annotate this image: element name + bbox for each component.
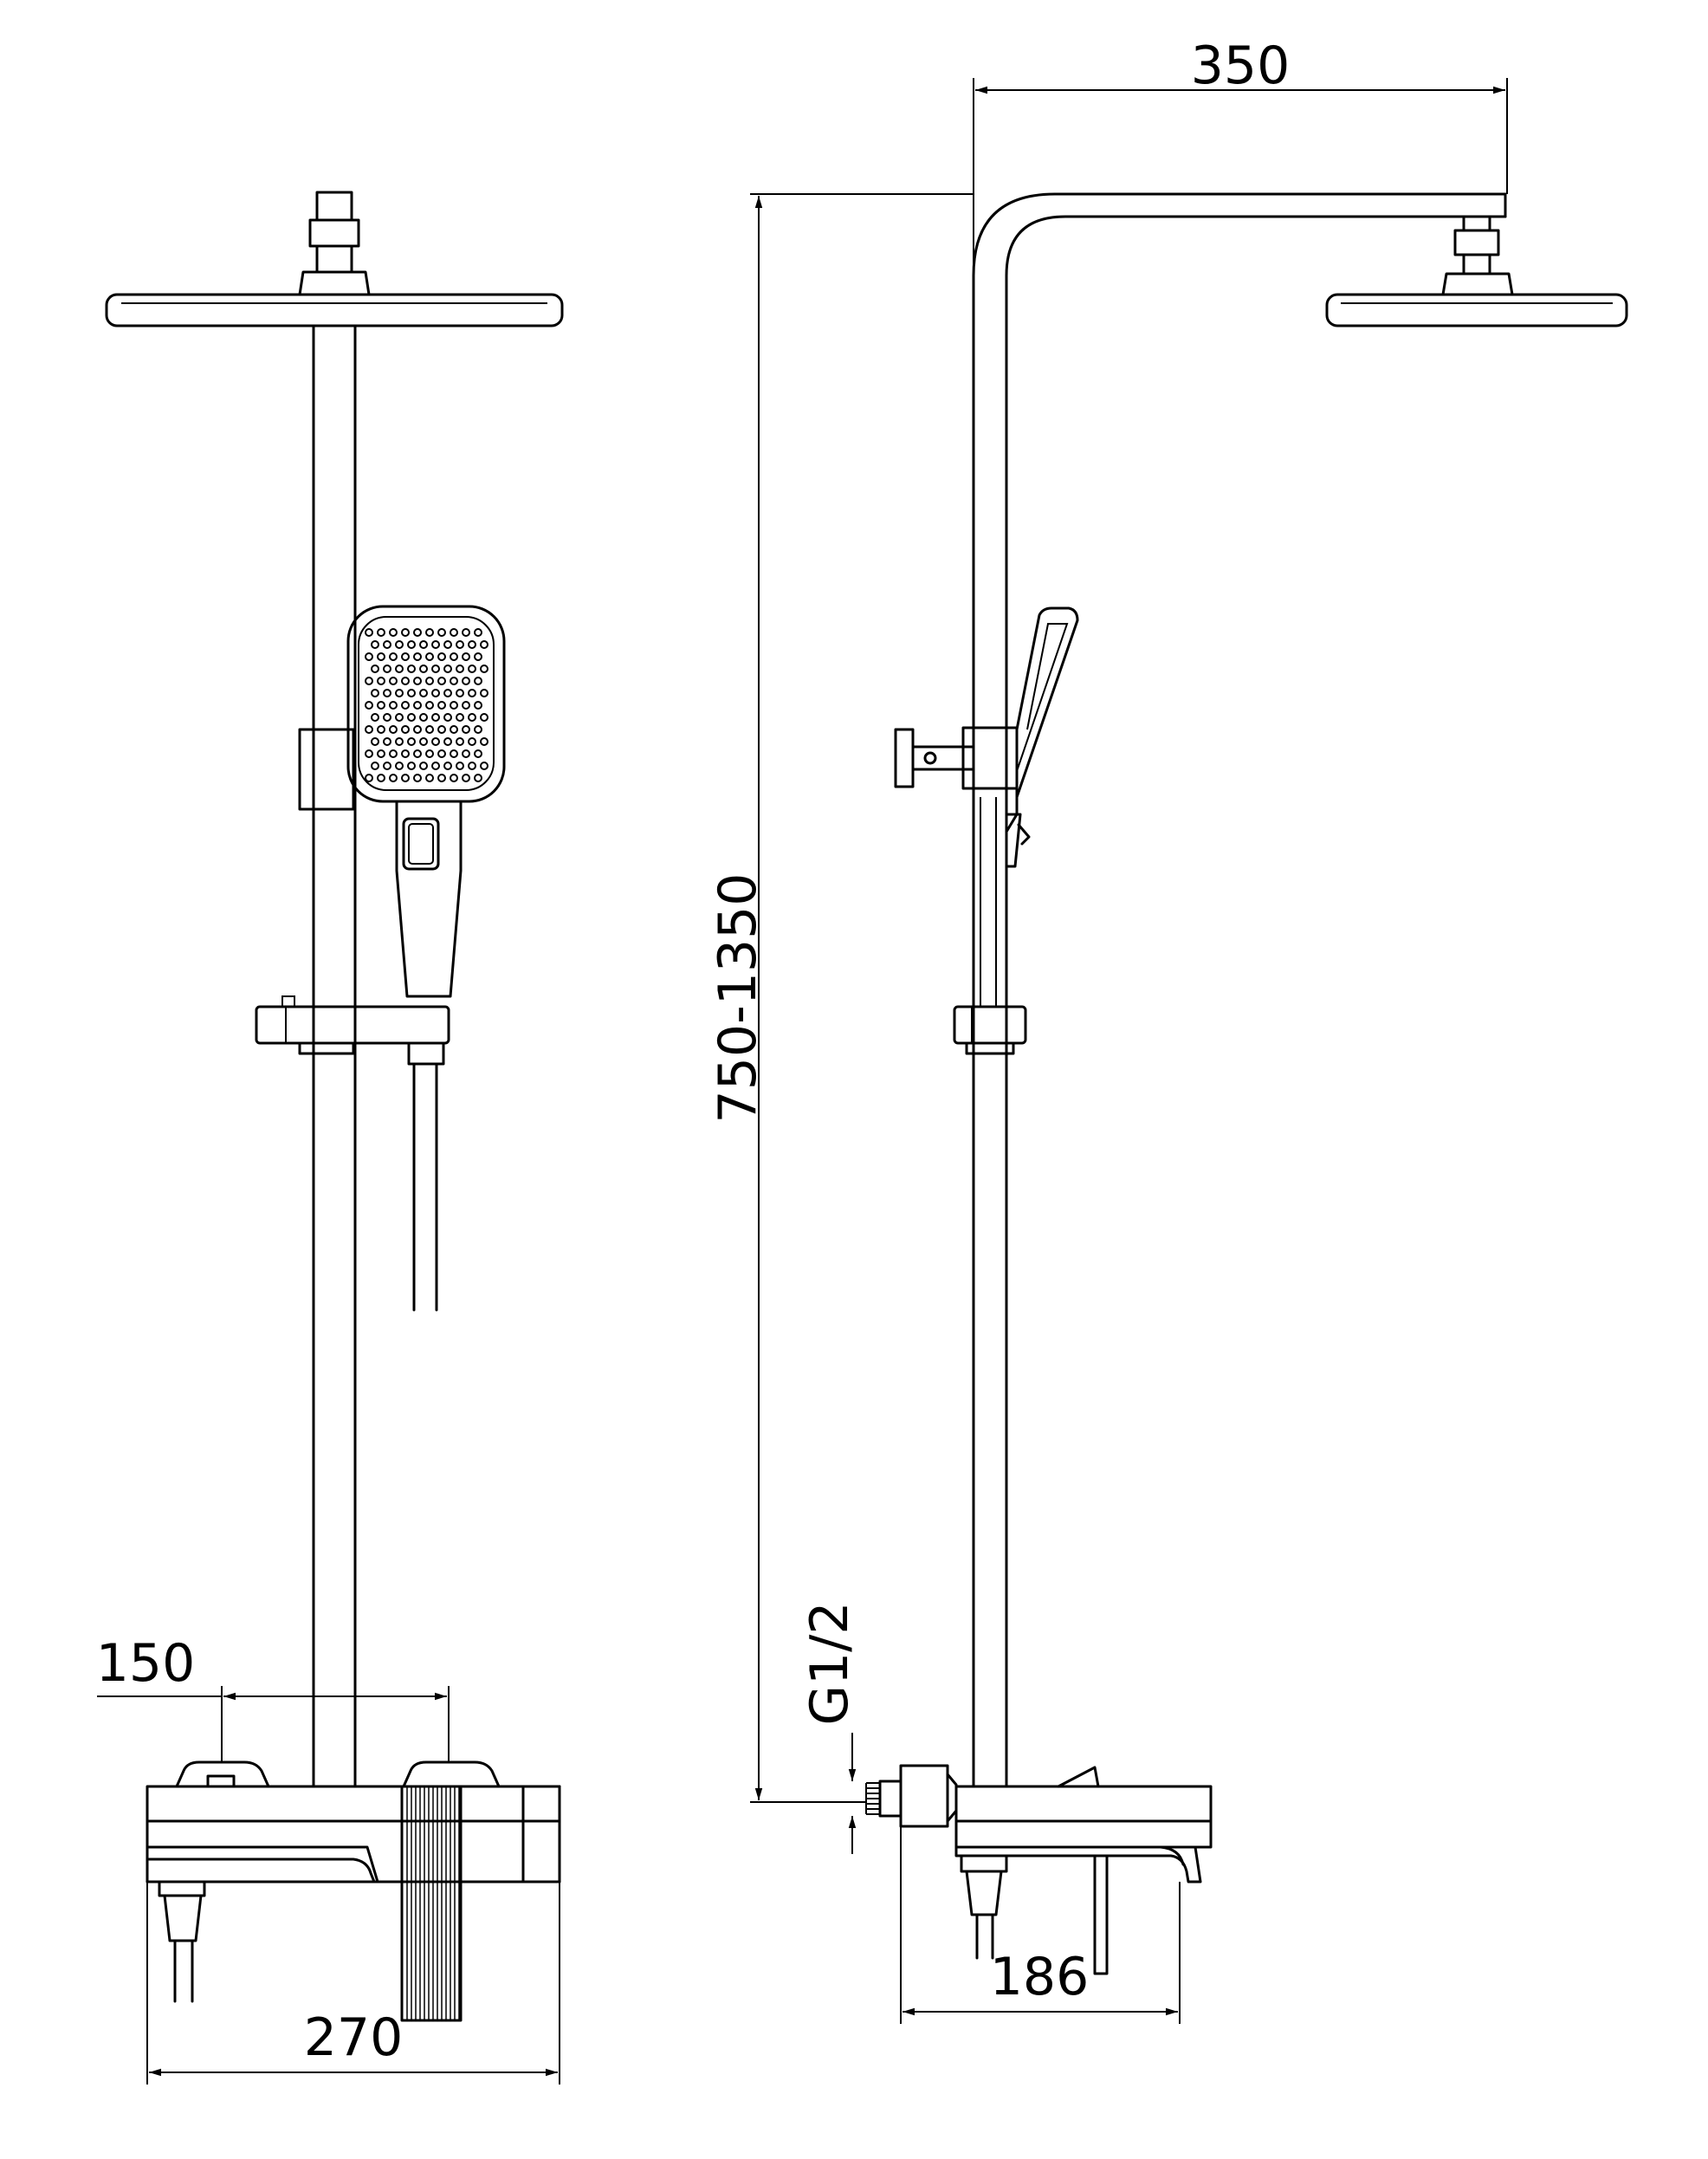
- dimension-150-label: 150: [96, 1633, 196, 1694]
- front-view: [105, 191, 564, 2022]
- front-riser-rail: [312, 324, 357, 1788]
- front-hand-shower: [346, 605, 506, 998]
- front-holder-bracket: [298, 728, 355, 811]
- dimension-350: 350: [973, 36, 1508, 276]
- front-knurled-handle: [400, 1785, 463, 2022]
- front-lever: [158, 1880, 206, 2003]
- side-head-connector: [1441, 215, 1514, 296]
- dimension-150: 150: [96, 1633, 450, 1762]
- side-hand-shower: [980, 606, 1079, 1007]
- dimension-750-1350-label: 750-1350: [708, 873, 768, 1124]
- side-slider: [953, 1005, 1027, 1055]
- front-hose: [407, 1041, 445, 1312]
- dimension-270-label: 270: [304, 2007, 404, 2068]
- dimension-350-label: 350: [1191, 36, 1291, 96]
- side-wall-bracket: [894, 726, 1019, 790]
- dimension-186-label: 186: [990, 1947, 1090, 2007]
- front-mixer-body: [146, 1760, 561, 1883]
- side-mixer: [865, 1764, 1213, 1975]
- side-view: [865, 192, 1628, 1975]
- dimension-g12: G1/2: [799, 1601, 860, 1854]
- side-inlet-thread: [866, 1782, 880, 1815]
- front-head-connector: [298, 191, 371, 296]
- front-slider: [255, 995, 450, 1055]
- dimension-g12-label: G1/2: [799, 1601, 860, 1725]
- dimension-186: 186: [900, 1826, 1181, 2024]
- side-riser-arm: [972, 192, 1507, 1788]
- dimension-270: 270: [146, 1882, 560, 2084]
- dimension-750-1350: 750-1350: [708, 193, 974, 1803]
- front-rain-head: [105, 293, 564, 327]
- side-rain-head: [1325, 293, 1628, 327]
- front-hand-shower-nozzles: [365, 628, 488, 782]
